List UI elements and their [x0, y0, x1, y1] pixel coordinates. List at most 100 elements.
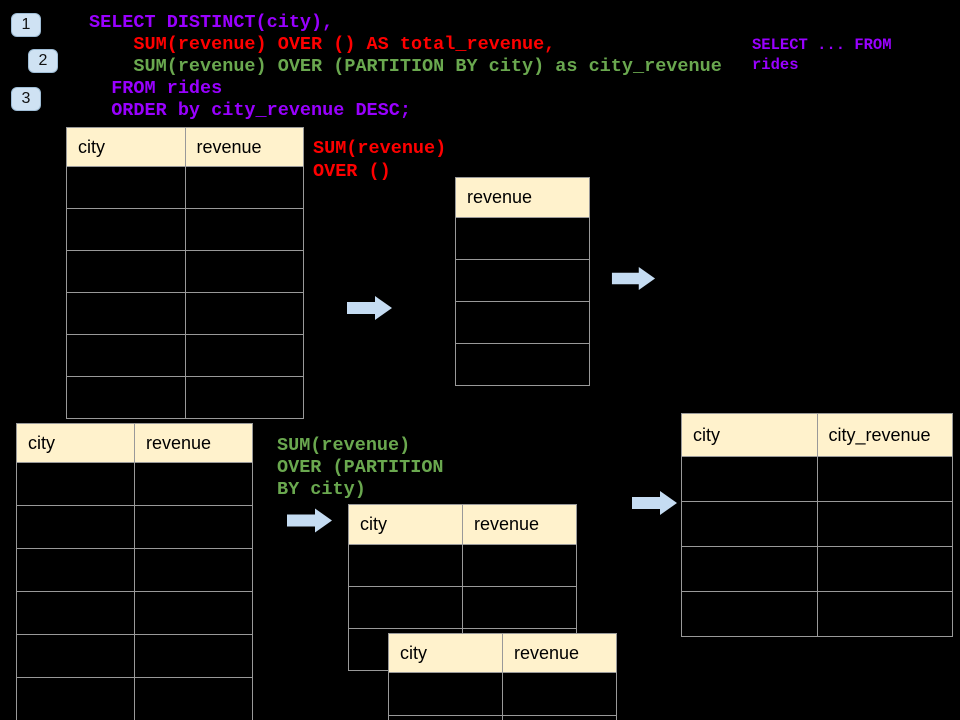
empty-table-row [682, 592, 952, 636]
empty-cell [503, 716, 616, 720]
empty-cell [817, 502, 952, 546]
empty-cell [349, 587, 463, 628]
arrow-right-icon [632, 491, 677, 515]
annotation-line: BY city) [277, 479, 366, 500]
empty-cell [682, 457, 818, 501]
column-header: city [682, 414, 818, 457]
empty-cell [17, 592, 135, 634]
empty-cell [185, 209, 303, 250]
table-body [456, 218, 589, 385]
empty-table-row [682, 502, 952, 547]
empty-cell [389, 716, 503, 720]
table-body [682, 457, 952, 636]
empty-table-row [456, 344, 589, 385]
empty-cell [135, 635, 252, 677]
arrow-right-icon [347, 296, 392, 320]
empty-cell [67, 167, 186, 208]
empty-cell [817, 592, 952, 636]
empty-cell [135, 678, 252, 720]
empty-table-row [17, 592, 252, 635]
empty-table-row [17, 506, 252, 549]
empty-table-row [67, 377, 303, 418]
arrow-right-icon [287, 508, 332, 533]
empty-cell [456, 218, 589, 259]
code-line: FROM rides [89, 78, 223, 99]
empty-cell [456, 260, 589, 301]
table-body [389, 673, 616, 720]
code-line: SUM(revenue) OVER () AS total_revenue, [89, 34, 556, 55]
empty-table-row [682, 547, 952, 592]
step-badge-3: 3 [11, 87, 41, 111]
column-header: city_revenue [817, 414, 952, 457]
empty-cell [17, 678, 135, 720]
total-revenue-annotation: SUM(revenue)OVER () [313, 138, 446, 183]
sql-query-code: SELECT DISTINCT(city), SUM(revenue) OVER… [89, 12, 722, 122]
step-badge-1: 1 [11, 13, 41, 37]
empty-cell [185, 167, 303, 208]
empty-cell [463, 587, 576, 628]
empty-table-row [17, 463, 252, 506]
code-line: SELECT ... FROM [752, 36, 892, 54]
empty-table-row [67, 209, 303, 251]
empty-cell [817, 547, 952, 591]
empty-table-row [456, 302, 589, 344]
column-header: city [389, 634, 503, 673]
empty-cell [17, 463, 135, 505]
code-line: SELECT DISTINCT(city), [89, 12, 334, 33]
empty-table-row [67, 293, 303, 335]
column-header: revenue [185, 128, 303, 167]
empty-cell [682, 592, 818, 636]
column-header: city [17, 424, 135, 463]
empty-table-row [389, 716, 616, 720]
empty-cell [456, 302, 589, 343]
table-header-row: revenue [456, 178, 589, 218]
total-revenue-table: revenue [455, 177, 590, 386]
empty-cell [17, 635, 135, 677]
empty-table-row [17, 635, 252, 678]
empty-cell [135, 506, 252, 548]
empty-cell [503, 673, 616, 715]
empty-cell [349, 545, 463, 586]
column-header: city [349, 505, 463, 545]
empty-cell [463, 545, 576, 586]
code-line: SUM(revenue) OVER (PARTITION BY city) as… [89, 56, 722, 77]
step-badge-2: 2 [28, 49, 58, 73]
empty-cell [135, 549, 252, 591]
empty-cell [817, 457, 952, 501]
empty-cell [67, 251, 186, 292]
empty-table-row [389, 673, 616, 716]
empty-cell [185, 251, 303, 292]
empty-cell [67, 377, 186, 418]
column-header: revenue [503, 634, 616, 673]
table-body [67, 167, 303, 418]
empty-cell [17, 506, 135, 548]
empty-table-row [349, 545, 576, 587]
annotation-line: OVER () [313, 160, 391, 182]
column-header: revenue [135, 424, 252, 463]
empty-cell [389, 673, 503, 715]
empty-cell [185, 293, 303, 334]
empty-cell [67, 209, 186, 250]
column-header: revenue [456, 178, 589, 218]
empty-cell [185, 377, 303, 418]
column-header: revenue [463, 505, 576, 545]
empty-cell [67, 335, 186, 376]
annotation-line: SUM(revenue) [313, 138, 447, 159]
empty-cell [682, 502, 818, 546]
empty-table-row [17, 549, 252, 592]
empty-cell [135, 592, 252, 634]
empty-table-row [67, 335, 303, 377]
empty-table-row [67, 167, 303, 209]
empty-table-row [456, 218, 589, 260]
arrow-right-icon [611, 267, 656, 290]
empty-table-row [349, 587, 576, 629]
